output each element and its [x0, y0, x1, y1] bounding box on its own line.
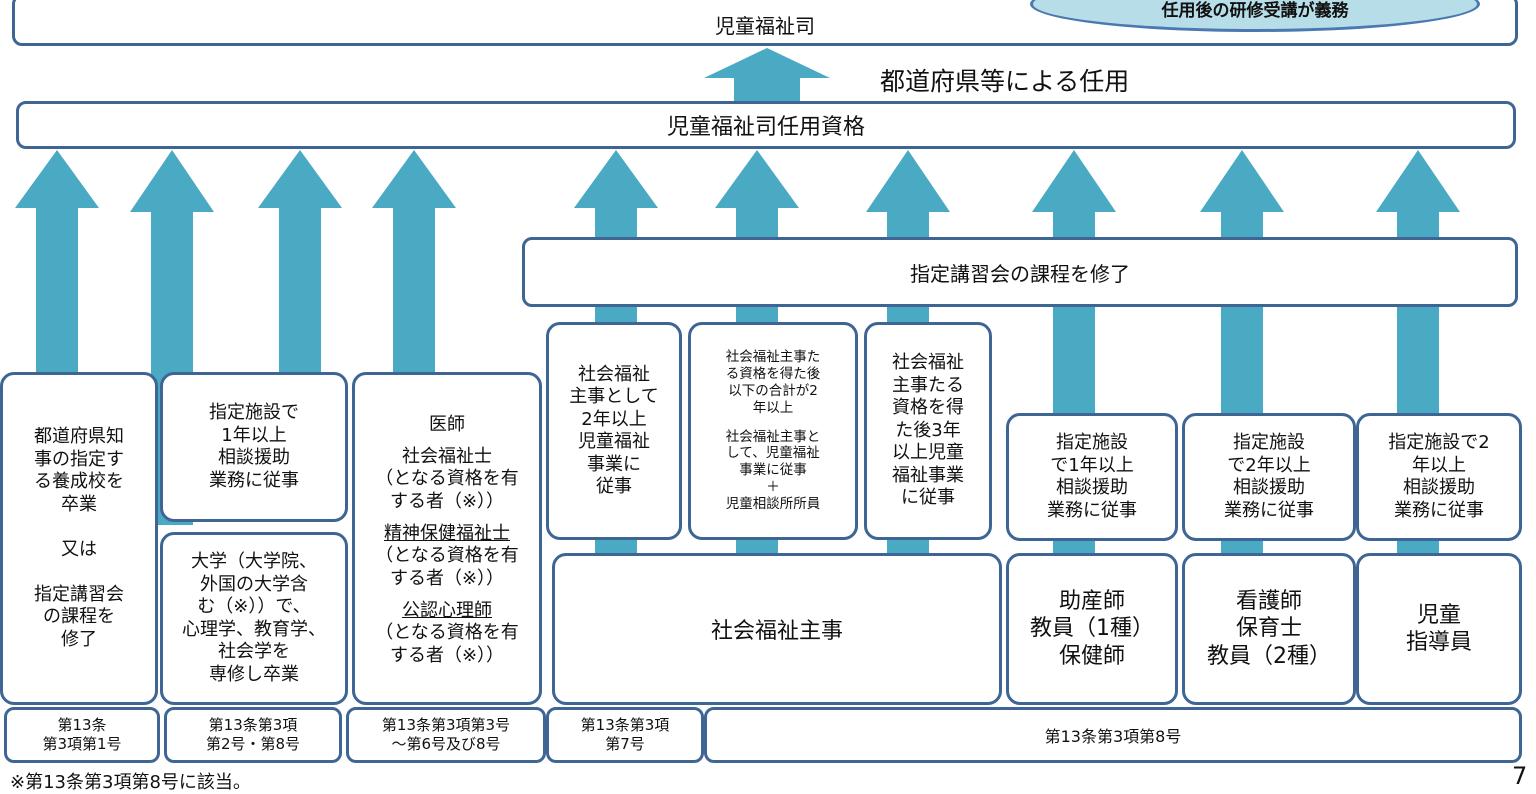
col3-item-psw-title: 精神保健福祉士 [384, 523, 510, 544]
col3-item-psychologist-title: 公認心理師 [402, 600, 492, 621]
designated-course-box: 指定講習会の課程を修了 [522, 237, 1518, 307]
arrow-col-3 [258, 150, 342, 375]
col1-law-text: 第13条 第3項第1号 [42, 716, 122, 753]
col4-law-box: 第13条第3項 第7号 [546, 707, 704, 763]
col3-main-box: 医師 社会福祉士 （となる資格を有 する者（※）） 精神保健福祉士 （となる資格… [352, 372, 542, 705]
col7-lower-box: 助産師 教員（1種） 保健師 [1006, 553, 1178, 705]
col3-item-doctor: 医師 [429, 414, 465, 435]
col3-item-psw: 精神保健福祉士 （となる資格を有 する者（※）） [375, 519, 518, 590]
col4-upper-box: 社会福祉 主事として 2年以上 児童福祉 事業に 従事 [546, 322, 682, 540]
col5-upper-body: 社会福祉主事と して、児童福祉 事業に従事 ＋ 児童相談所所員 [725, 428, 821, 513]
col1-law-box: 第13条 第3項第1号 [4, 707, 160, 763]
col3-law-box: 第13条第3項第3号 ～第6号及び8号 [346, 707, 546, 763]
shared-law-text: 第13条第3項第8号 [1044, 727, 1182, 746]
social-welfare-secretary-label: 社会福祉主事 [710, 619, 843, 644]
col7-lower-text: 助産師 教員（1種） 保健師 [1030, 588, 1154, 669]
col2-lower-text: 大学（大学院、 外国の大学含 む（※））で、 心理学、教育学、 社会学を 専修し… [182, 551, 326, 685]
col3-item-psw-note: （となる資格を有 する者（※）） [375, 545, 519, 589]
appointment-label: 都道府県等による任用 [880, 67, 1130, 96]
qualification-box: 児童福祉司任用資格 [16, 101, 1516, 149]
footnote: ※第13条第3項第8号に該当。 [10, 772, 251, 793]
col2-lower-box: 大学（大学院、 外国の大学含 む（※））で、 心理学、教育学、 社会学を 専修し… [160, 532, 348, 705]
col2-upper-text: 指定施設で 1年以上 相談援助 業務に従事 [209, 402, 299, 491]
col3-item-social-worker-note: （となる資格を有 する者（※）） [375, 468, 519, 512]
col8-lower-text: 看護師 保育士 教員（2種） [1207, 588, 1331, 669]
arrow-col-1 [15, 150, 99, 375]
col3-law-text: 第13条第3項第3号 ～第6号及び8号 [381, 716, 511, 753]
shared-law-box: 第13条第3項第8号 [704, 707, 1522, 763]
col3-item-psychologist: 公認心理師 （となる資格を有 する者（※）） [375, 596, 518, 667]
col7-upper-text: 指定施設 で1年以上 相談援助 業務に従事 [1047, 432, 1137, 521]
col2-upper-box: 指定施設で 1年以上 相談援助 業務に従事 [160, 372, 348, 522]
col3-item-social-worker-title: 社会福祉士 [402, 446, 492, 467]
page-number: 7 [1512, 762, 1528, 790]
social-welfare-secretary-box: 社会福祉主事 [552, 553, 1002, 705]
col8-upper-text: 指定施設 で2年以上 相談援助 業務に従事 [1224, 432, 1314, 521]
designated-course-label: 指定講習会の課程を修了 [910, 261, 1130, 286]
col6-upper-text: 社会福祉 主事たる 資格を得 た後3年 以上児童 福祉事業 に従事 [892, 352, 964, 509]
child-welfare-officer-label: 児童福祉司 [715, 13, 815, 38]
col3-item-social-worker: 社会福祉士 （となる資格を有 する者（※）） [375, 442, 518, 513]
col4-upper-text: 社会福祉 主事として 2年以上 児童福祉 事業に 従事 [569, 363, 659, 498]
col2-law-text: 第13条第3項 第2号・第8号 [205, 716, 301, 753]
col7-upper-box: 指定施設 で1年以上 相談援助 業務に従事 [1006, 413, 1178, 541]
training-obligation-label: 任用後の研修受講が義務 [1161, 1, 1349, 21]
col9-lower-text: 児童 指導員 [1405, 602, 1472, 656]
col9-upper-box: 指定施設で2 年以上 相談援助 業務に従事 [1356, 413, 1522, 541]
col6-upper-box: 社会福祉 主事たる 資格を得 た後3年 以上児童 福祉事業 に従事 [864, 322, 992, 540]
col5-upper-box: 社会福祉主事た る資格を得た後 以下の合計が2 年以上 社会福祉主事と して、児… [688, 322, 858, 540]
col1-main-box: 都道府県知 事の指定す る養成校を 卒業 又は 指定講習会 の課程を 修了 [0, 372, 158, 705]
col8-lower-box: 看護師 保育士 教員（2種） [1182, 553, 1356, 705]
appointment-arrow [704, 48, 830, 110]
col9-upper-text: 指定施設で2 年以上 相談援助 業務に従事 [1388, 432, 1490, 521]
col2-law-box: 第13条第3項 第2号・第8号 [164, 707, 342, 763]
col1-main-text: 都道府県知 事の指定す る養成校を 卒業 又は 指定講習会 の課程を 修了 [34, 426, 124, 650]
qualification-label: 児童福祉司任用資格 [666, 115, 865, 140]
col3-item-psychologist-note: （となる資格を有 する者（※）） [375, 622, 519, 666]
col8-upper-box: 指定施設 で2年以上 相談援助 業務に従事 [1182, 413, 1356, 541]
col9-lower-box: 児童 指導員 [1356, 553, 1522, 705]
col5-upper-head: 社会福祉主事た る資格を得た後 以下の合計が2 年以上 [725, 349, 821, 416]
col4-law-text: 第13条第3項 第7号 [580, 716, 670, 753]
